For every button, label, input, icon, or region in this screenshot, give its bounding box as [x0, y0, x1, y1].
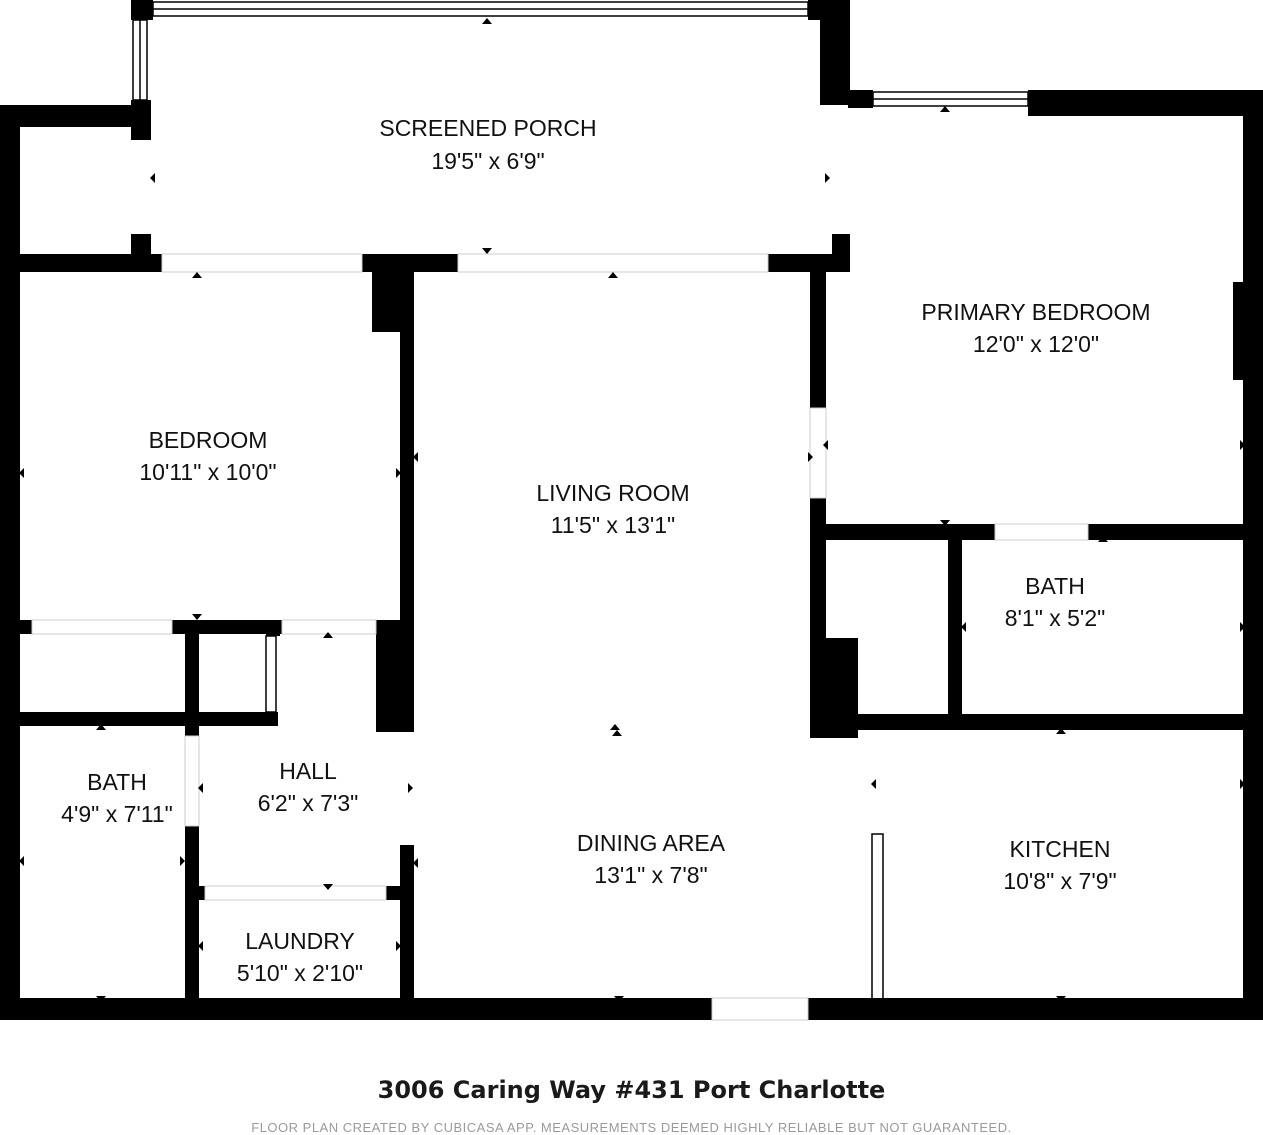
room-screened-porch: SCREENED PORCH 19'5" x 6'9": [379, 115, 596, 174]
room-dimensions: 11'5" x 13'1": [551, 512, 675, 538]
room-dimensions: 19'5" x 6'9": [431, 148, 544, 174]
room-name: HALL: [279, 758, 337, 784]
room-bedroom: BEDROOM 10'11" x 10'0": [139, 427, 276, 485]
room-dimensions: 6'2" x 7'3": [258, 790, 359, 816]
room-dimensions: 5'10" x 2'10": [237, 960, 363, 986]
room-bath-hall: BATH 4'9" x 7'11": [61, 769, 173, 827]
room-kitchen: KITCHEN 10'8" x 7'9": [1003, 836, 1116, 894]
walls: [0, 0, 1263, 1020]
room-name: KITCHEN: [1010, 836, 1111, 862]
room-dimensions: 8'1" x 5'2": [1005, 605, 1106, 631]
disclaimer-text: FLOOR PLAN CREATED BY CUBICASA APP. MEAS…: [251, 1120, 1012, 1135]
room-dimensions: 13'1" x 7'8": [594, 862, 707, 888]
room-name: BATH: [1025, 573, 1085, 599]
room-dimensions: 4'9" x 7'11": [61, 801, 173, 827]
room-hall: HALL 6'2" x 7'3": [258, 758, 359, 816]
room-dimensions: 10'8" x 7'9": [1003, 868, 1116, 894]
property-address: 3006 Caring Way #431 Port Charlotte: [377, 1076, 886, 1104]
room-dimensions: 12'0" x 12'0": [973, 331, 1099, 357]
room-name: PRIMARY BEDROOM: [921, 299, 1150, 325]
room-name: SCREENED PORCH: [379, 115, 596, 141]
room-living-room: LIVING ROOM 11'5" x 13'1": [536, 480, 689, 538]
room-name: LIVING ROOM: [536, 480, 689, 506]
room-bath-primary: BATH 8'1" x 5'2": [1005, 573, 1106, 631]
room-name: BEDROOM: [149, 427, 268, 453]
room-dimensions: 10'11" x 10'0": [139, 459, 276, 485]
room-name: BATH: [87, 769, 147, 795]
windows: [132, 1, 1029, 1001]
dimension-markers: [19, 18, 1245, 1002]
room-dining-area: DINING AREA 13'1" x 7'8": [577, 830, 726, 888]
room-name: DINING AREA: [577, 830, 726, 856]
room-primary-bedroom: PRIMARY BEDROOM 12'0" x 12'0": [921, 299, 1150, 357]
floor-plan: SCREENED PORCH 19'5" x 6'9" PRIMARY BEDR…: [0, 0, 1263, 1021]
room-name: LAUNDRY: [245, 928, 355, 954]
room-laundry: LAUNDRY 5'10" x 2'10": [237, 928, 363, 986]
